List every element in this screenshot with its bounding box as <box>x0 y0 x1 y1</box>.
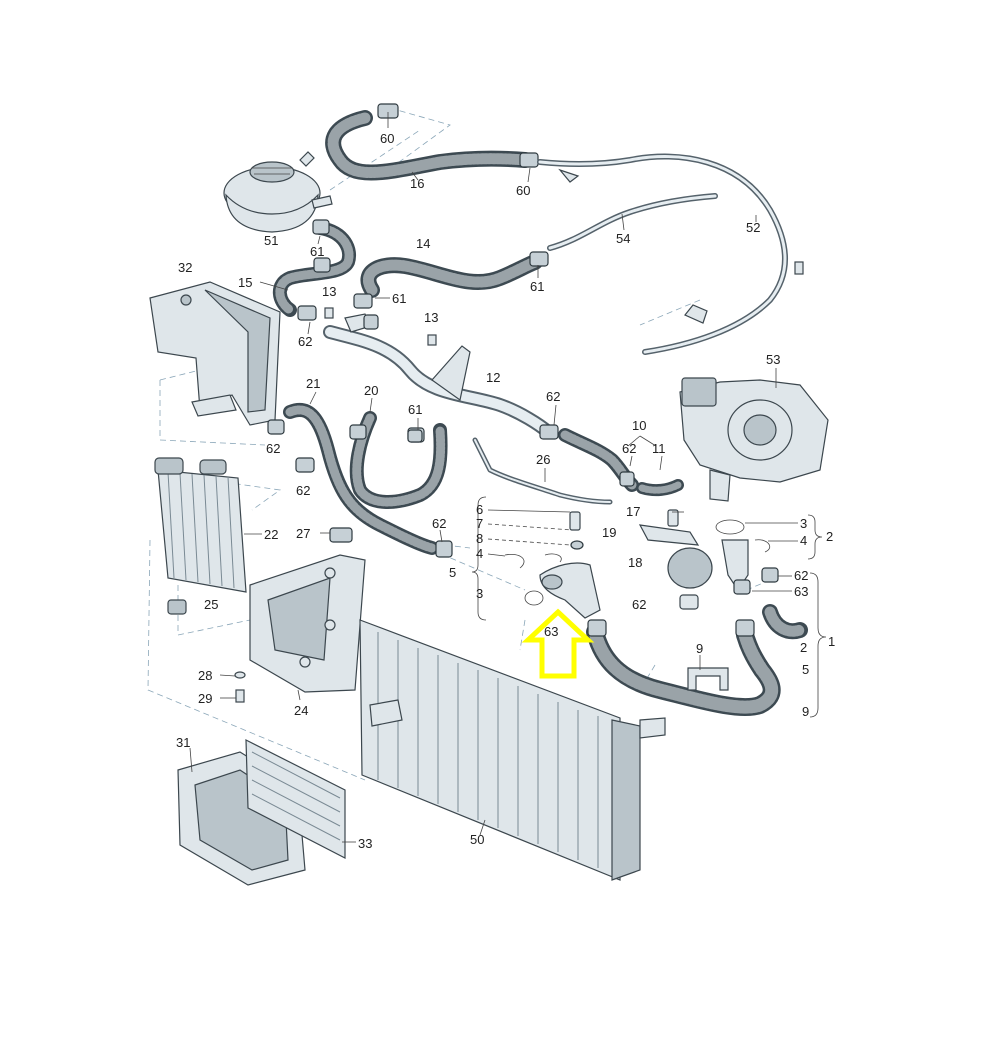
aux-pump-18 <box>638 509 713 610</box>
callout-62: 62 <box>622 441 636 456</box>
callout-62: 62 <box>296 483 310 498</box>
pipe-54 <box>547 193 718 251</box>
hose-16 <box>325 103 539 181</box>
callout-61: 61 <box>530 279 544 294</box>
hose-14 <box>353 251 549 309</box>
callout-5: 5 <box>802 662 809 677</box>
hose-11 <box>619 471 684 497</box>
pipe-26 <box>472 437 613 505</box>
callout-3: 3 <box>800 516 807 531</box>
callout-50: 50 <box>470 832 484 847</box>
callout-15: 15 <box>238 275 252 290</box>
leader-lines <box>189 112 798 843</box>
callout-21: 21 <box>306 376 320 391</box>
bracket-9 <box>687 667 729 691</box>
pipe-12 <box>323 313 555 439</box>
callout-4: 4 <box>476 546 483 561</box>
callout-62: 62 <box>298 334 312 349</box>
callout-7: 7 <box>476 516 483 531</box>
pipe-52 <box>537 153 804 355</box>
callout-27: 27 <box>296 526 310 541</box>
callout-61: 61 <box>310 244 324 259</box>
callout-3: 3 <box>476 586 483 601</box>
mount-25 <box>167 599 187 615</box>
hose-20 <box>349 411 448 509</box>
callout-61: 61 <box>392 291 406 306</box>
callout-13: 13 <box>322 284 336 299</box>
callout-5: 5 <box>449 565 456 580</box>
flange-housing-5 <box>504 511 601 619</box>
callout-60: 60 <box>380 131 394 146</box>
callout-53: 53 <box>766 352 780 367</box>
callout-28: 28 <box>198 668 212 683</box>
callout-62: 62 <box>632 597 646 612</box>
callout-9: 9 <box>802 704 809 719</box>
callout-9: 9 <box>696 641 703 656</box>
callout-10: 10 <box>632 418 646 433</box>
hose-10 <box>539 424 639 492</box>
callout-62: 62 <box>432 516 446 531</box>
bracket-24 <box>249 554 366 693</box>
bracket-group-left <box>471 496 487 621</box>
callout-62: 62 <box>794 568 808 583</box>
callout-11: 11 <box>652 441 666 456</box>
callout-60: 60 <box>516 183 530 198</box>
callout-63: 63 <box>794 584 808 599</box>
main-radiator-50 <box>359 619 666 881</box>
callout-54: 54 <box>616 231 630 246</box>
bracket-group-right-large <box>809 572 827 718</box>
callout-62: 62 <box>266 441 280 456</box>
callout-51: 51 <box>264 233 278 248</box>
callout-labels: 60 16 60 52 51 61 14 54 61 32 15 13 61 6… <box>176 131 835 851</box>
callout-18: 18 <box>628 555 642 570</box>
hose-9 <box>586 619 781 717</box>
expansion-tank-51 <box>223 151 333 233</box>
callout-24: 24 <box>294 703 308 718</box>
connector-2 <box>715 519 779 595</box>
hose-15 <box>272 219 356 321</box>
callout-12: 12 <box>486 370 500 385</box>
highlight-arrow <box>521 608 595 679</box>
callout-4: 4 <box>800 533 807 548</box>
callout-17: 17 <box>626 504 640 519</box>
callout-31: 31 <box>176 735 190 750</box>
bracket-group-right-small <box>807 514 823 560</box>
aux-radiator-22 <box>154 457 247 593</box>
callout-14: 14 <box>416 236 430 251</box>
callout-13: 13 <box>424 310 438 325</box>
callout-16: 16 <box>410 176 424 191</box>
air-filter-33 <box>245 739 346 859</box>
callout-33: 33 <box>358 836 372 851</box>
callout-61: 61 <box>408 402 422 417</box>
callout-62: 62 <box>546 389 560 404</box>
callout-25: 25 <box>204 597 218 612</box>
hose-21 <box>267 403 453 558</box>
air-deflector-32 <box>149 281 281 426</box>
callout-52: 52 <box>746 220 760 235</box>
callout-32: 32 <box>178 260 192 275</box>
callout-20: 20 <box>364 383 378 398</box>
callout-6: 6 <box>476 502 483 517</box>
callout-22: 22 <box>264 527 278 542</box>
callout-2: 2 <box>826 529 833 544</box>
callout-29: 29 <box>198 691 212 706</box>
callout-8: 8 <box>476 531 483 546</box>
fasteners-27-28-29 <box>234 307 437 703</box>
callout-26: 26 <box>536 452 550 467</box>
callout-1: 1 <box>828 634 835 649</box>
callout-63: 63 <box>544 624 558 639</box>
clamps-misc <box>295 429 423 473</box>
callout-19: 19 <box>602 525 616 540</box>
hose-2-short <box>762 604 808 640</box>
coolant-pump-53 <box>679 377 829 502</box>
callout-2: 2 <box>800 640 807 655</box>
